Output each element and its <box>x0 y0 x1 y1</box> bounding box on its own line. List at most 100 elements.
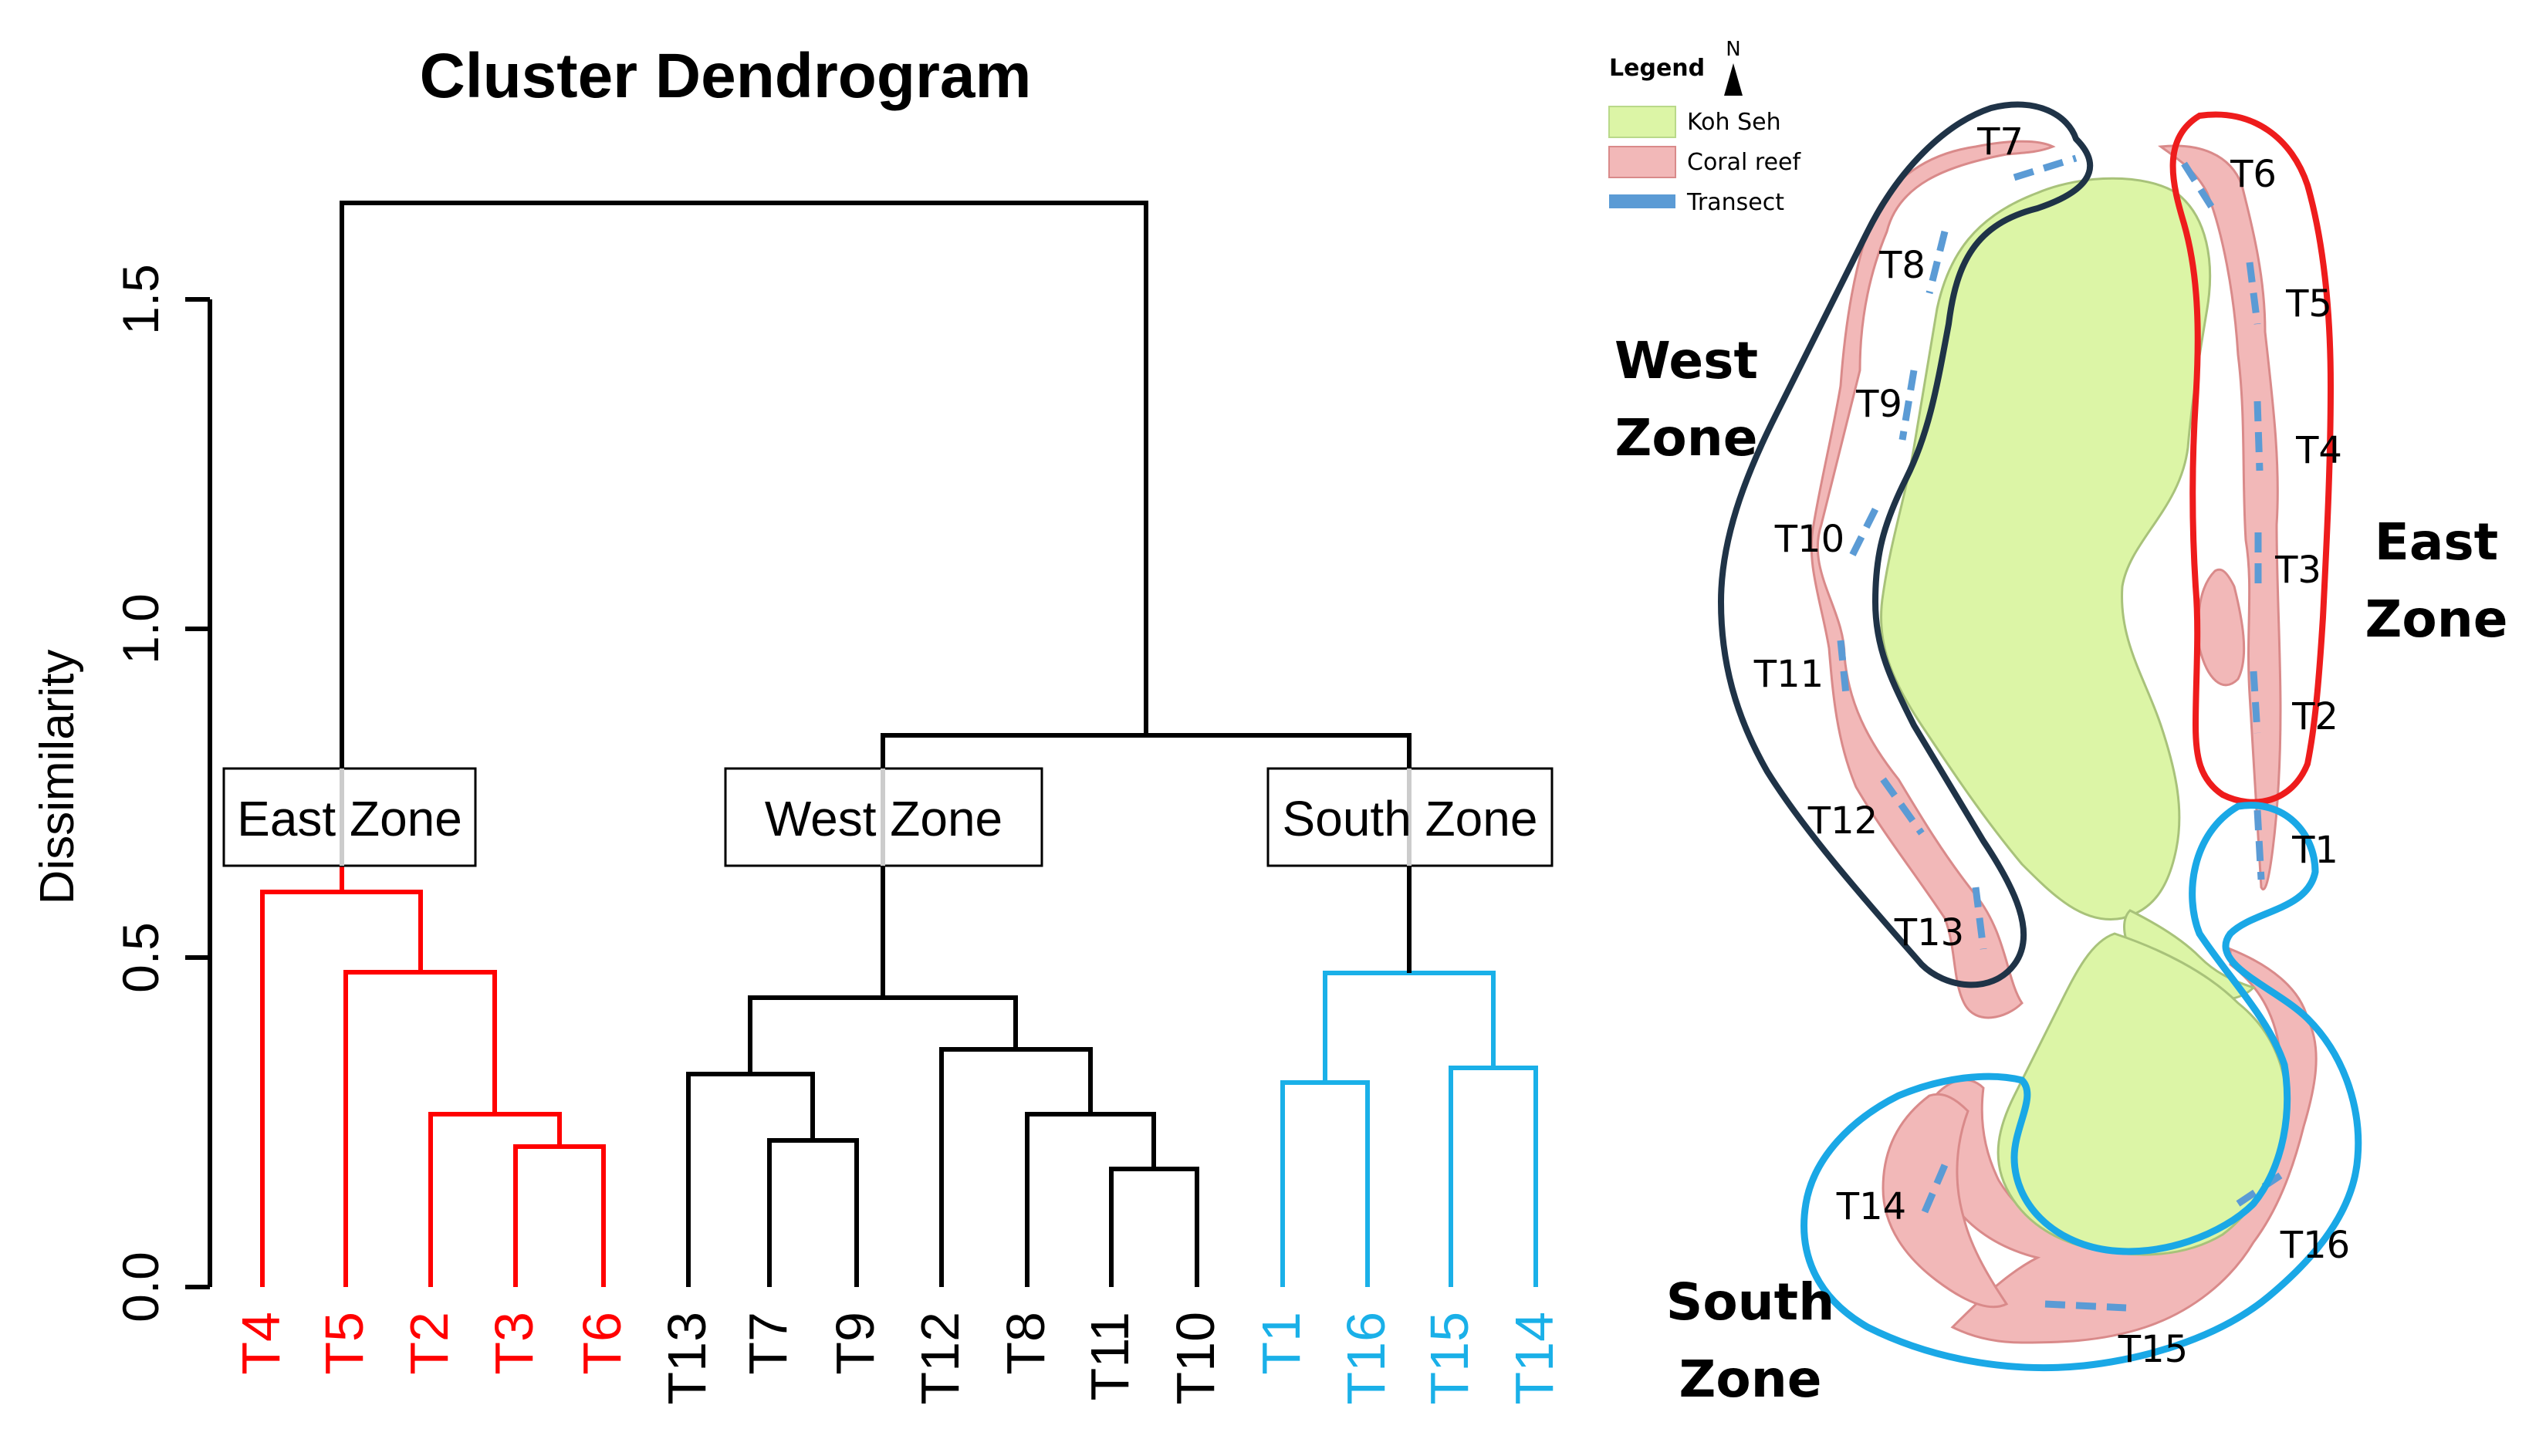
top-level-branches <box>340 201 1412 856</box>
transect-line-t11 <box>1837 640 1850 695</box>
dendrogram-panel: Cluster Dendrogram 0.0 0.5 1.0 1.5 Dissi… <box>31 41 1564 1405</box>
transect-label-t7: T7 <box>1976 120 2024 164</box>
west-branch-t12-merge <box>939 1047 1093 1287</box>
transect-line-t8 <box>1925 230 1949 295</box>
transect-label-t8: T8 <box>1878 244 1925 287</box>
transect-label-t10: T10 <box>1774 518 1844 561</box>
map-west-zone-line2: Zone <box>1615 408 1758 468</box>
coral-reef-southwest <box>1882 1093 2009 1309</box>
y-tick-label-1-5: 1.5 <box>112 264 169 335</box>
transect-label-t14: T14 <box>1836 1185 1906 1228</box>
transect-label-t3: T3 <box>2274 549 2321 592</box>
east-branch-t4-merge <box>260 890 423 1287</box>
island-north <box>1880 177 2212 921</box>
west-branch-t7-t9 <box>767 1138 859 1287</box>
transect-labels: T7 T6 T8 T5 T9 T4 T10 T3 T11 T2 T12 T1 T… <box>1753 120 2350 1371</box>
transect-line-t10 <box>1848 507 1879 558</box>
legend-swatch-coral-reef <box>1608 146 1676 178</box>
map-east-zone-line2: Zone <box>2365 589 2508 649</box>
transect-line-t2 <box>2250 671 2261 734</box>
transect-lines <box>1837 154 2287 1312</box>
leaf-label-t10: T10 <box>1165 1312 1226 1405</box>
transect-line-t16 <box>2236 1170 2287 1207</box>
transect-line-t13 <box>1972 887 1987 950</box>
map-legend: Legend N Koh Seh Coral reef Transect <box>1608 38 1801 216</box>
map-panel: Legend N Koh Seh Coral reef Transect <box>1608 38 2508 1409</box>
east-branch-t2-merge <box>428 1112 562 1287</box>
leaf-label-t6: T6 <box>572 1312 632 1375</box>
east-branch-t5-merge <box>343 970 497 1287</box>
west-zone-outline <box>1717 101 2094 988</box>
east-branch-t3-t6 <box>513 1144 606 1287</box>
leaf-label-t9: T9 <box>825 1312 885 1375</box>
transect-line-t9 <box>1898 370 1918 441</box>
transect-line-t6 <box>2181 161 2218 215</box>
legend-label-transect: Transect <box>1686 189 1784 216</box>
map-west-zone-line1: West <box>1614 331 1758 390</box>
south-zone-outline <box>1800 802 2362 1372</box>
leaf-label-t5: T5 <box>314 1312 374 1375</box>
west-branch-t8-merge <box>1025 1112 1156 1287</box>
leaf-label-t4: T4 <box>231 1312 291 1375</box>
branch-root <box>340 201 1148 833</box>
transect-label-t11: T11 <box>1753 653 1824 696</box>
transect-label-t2: T2 <box>2291 695 2338 738</box>
leaf-label-t3: T3 <box>484 1312 544 1375</box>
east-zone-branches <box>260 833 606 1287</box>
transect-line-t5 <box>2246 262 2261 325</box>
map-east-zone-line1: East <box>2375 512 2498 572</box>
west-branch-t11-t10 <box>1109 1167 1199 1287</box>
transect-label-t13: T13 <box>1894 911 1964 954</box>
transect-label-t4: T4 <box>2295 429 2342 472</box>
zone-box-south-label: South Zone <box>1283 791 1538 846</box>
leaf-label-t11: T11 <box>1080 1312 1140 1400</box>
west-branch-subclusters <box>748 995 1018 1074</box>
transect-line-t12 <box>1880 777 1925 836</box>
transect-line-t7 <box>2013 154 2078 181</box>
transect-label-t15: T15 <box>2118 1328 2188 1371</box>
leaf-label-t16: T16 <box>1336 1312 1396 1405</box>
leaf-label-t15: T15 <box>1419 1312 1479 1405</box>
transect-label-t12: T12 <box>1807 799 1878 843</box>
west-zone-branches <box>686 856 1199 1287</box>
leaf-label-t1: T1 <box>1251 1312 1311 1375</box>
transect-line-t4 <box>2253 400 2264 471</box>
coral-reef-east-lobe <box>2196 568 2246 687</box>
transect-label-t6: T6 <box>2230 153 2277 196</box>
map-south-zone-line1: South <box>1666 1272 1834 1332</box>
leaf-label-t14: T14 <box>1504 1312 1564 1405</box>
north-label: N <box>1726 38 1740 61</box>
transect-label-t16: T16 <box>2280 1224 2350 1267</box>
transect-label-t1: T1 <box>2291 829 2338 872</box>
leaf-label-t7: T7 <box>738 1312 798 1375</box>
transect-label-t5: T5 <box>2285 282 2332 326</box>
leaf-label-t12: T12 <box>910 1312 970 1405</box>
leaf-label-t8: T8 <box>996 1312 1056 1375</box>
y-axis-label: Dissimilarity <box>31 650 84 905</box>
transect-line-t1 <box>2253 809 2265 880</box>
zone-box-east: East Zone <box>222 767 477 867</box>
leaf-label-t2: T2 <box>399 1312 459 1375</box>
leaf-label-t13: T13 <box>657 1312 717 1405</box>
island-south <box>1996 932 2287 1256</box>
transect-line-t14 <box>1918 1164 1949 1221</box>
south-branch-t1-t16 <box>1280 1080 1370 1287</box>
zone-box-south: South Zone <box>1266 767 1554 867</box>
west-branch-t13-merge <box>686 1072 815 1287</box>
zone-box-east-label: East Zone <box>237 791 462 846</box>
y-tick-label-0-5: 0.5 <box>112 922 169 993</box>
legend-swatch-koh-seh <box>1608 106 1676 138</box>
east-zone-outline <box>2169 111 2335 806</box>
coral-reef-east <box>2158 144 2282 890</box>
transect-line-t15 <box>2044 1300 2127 1312</box>
legend-swatch-transect <box>1609 194 1675 208</box>
map-south-zone-line2: Zone <box>1679 1350 1822 1409</box>
coral-reef <box>1810 140 2318 1344</box>
dendrogram-title: Cluster Dendrogram <box>420 41 1032 111</box>
legend-label-koh-seh: Koh Seh <box>1687 109 1781 136</box>
koh-seh-island <box>1880 177 2287 1256</box>
south-branch-t15-t14 <box>1449 1066 1538 1287</box>
zone-box-west-label: West Zone <box>765 791 1002 846</box>
legend-title: Legend <box>1609 55 1705 82</box>
